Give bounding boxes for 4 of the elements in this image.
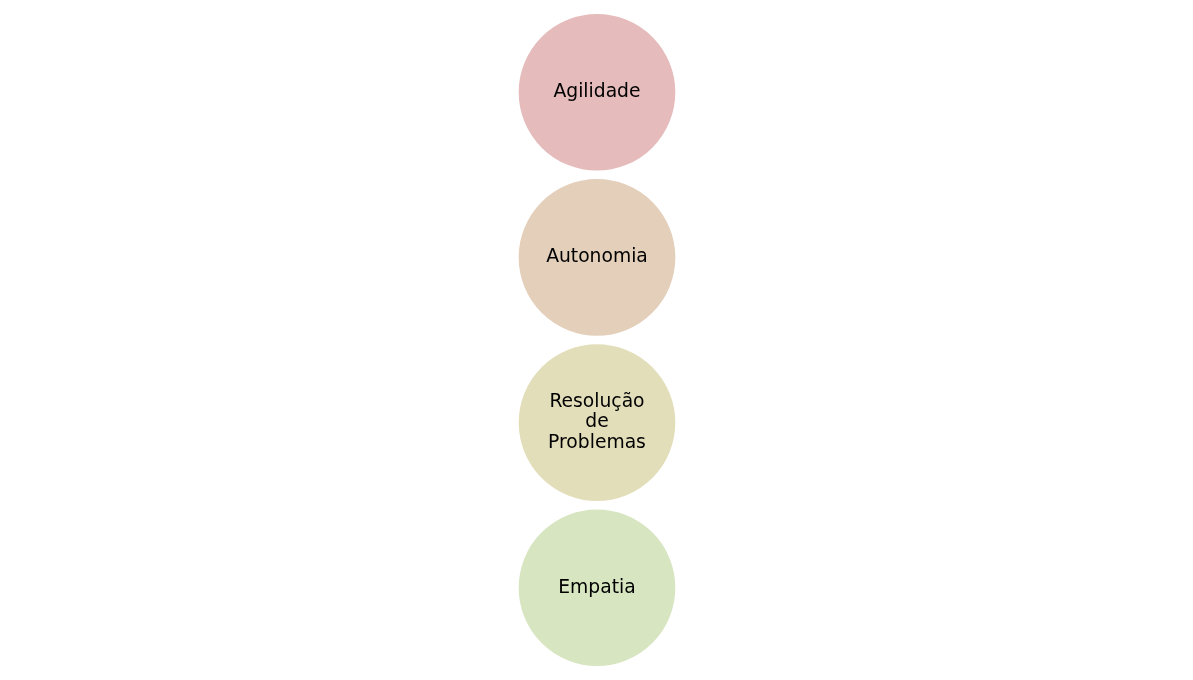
node-circle: Resolução de Problemas: [515, 341, 678, 504]
node-circle: Empatia: [515, 506, 678, 669]
node-circle: Agilidade: [515, 11, 678, 174]
node-circle: Autonomia: [515, 176, 678, 339]
